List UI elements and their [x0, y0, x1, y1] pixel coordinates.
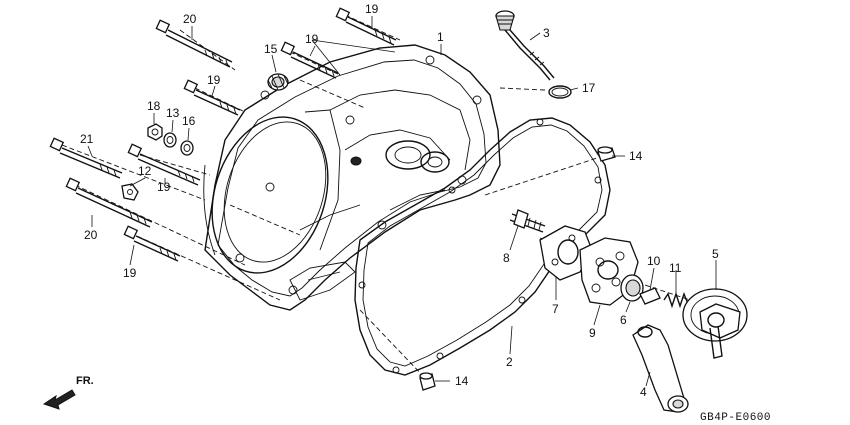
- dowel-pin-14-upper: [597, 146, 616, 162]
- leader-lines: [87, 16, 717, 387]
- callout-14-upper: 14: [629, 149, 643, 163]
- callout-21: 21: [80, 132, 94, 146]
- callout-19-upper: 19: [305, 32, 319, 46]
- callout-16: 16: [182, 114, 196, 128]
- callout-4: 4: [640, 385, 647, 399]
- callout-15: 15: [264, 42, 278, 56]
- callout-19-left: 19: [157, 180, 171, 194]
- callout-5: 5: [712, 247, 719, 261]
- callout-20-top: 20: [183, 12, 197, 26]
- oil-filler-cap-3: [495, 10, 555, 81]
- callout-1: 1: [437, 30, 444, 44]
- drawing-code: GB4P-E0600: [700, 412, 771, 424]
- callout-10: 10: [647, 254, 661, 268]
- callout-14-lower: 14: [455, 374, 469, 388]
- callout-6: 6: [620, 313, 627, 327]
- bolt-20-top: [155, 19, 233, 68]
- clip-12: [121, 183, 139, 201]
- right-crankcase-cover: [203, 44, 501, 311]
- callout-19-top: 19: [365, 2, 379, 16]
- callout-19-mid: 19: [207, 73, 221, 87]
- callout-19-bottom: 19: [123, 266, 137, 280]
- o-ring-17: [548, 85, 572, 99]
- lifter-cam-5: [682, 288, 748, 359]
- washer-13: [163, 132, 177, 148]
- callout-11: 11: [669, 261, 682, 275]
- bolt-19-left: [127, 143, 201, 186]
- dowel-pin-14-lower: [419, 372, 436, 391]
- bolt-19-bottom: [123, 225, 181, 262]
- callout-7: 7: [552, 302, 559, 316]
- oil-seal-15: [267, 73, 289, 91]
- bolt-19-top: [335, 7, 397, 46]
- callout-12: 12: [138, 164, 152, 178]
- stud-8: [509, 209, 546, 233]
- front-label: FR.: [76, 375, 94, 387]
- callout-9: 9: [589, 326, 596, 340]
- bolt-19-upper: [280, 41, 339, 79]
- assembly-lines: [61, 14, 691, 379]
- callout-8: 8: [503, 251, 510, 265]
- front-direction-arrow: [42, 389, 76, 410]
- washer-16: [180, 140, 194, 156]
- callout-20-lower: 20: [84, 228, 98, 242]
- oil-seal-6: [620, 274, 644, 302]
- bolt-20-lower: [65, 177, 153, 228]
- bolt-21: [49, 137, 123, 179]
- callout-17: 17: [582, 81, 596, 95]
- callout-2: 2: [506, 355, 513, 369]
- callout-13: 13: [166, 106, 180, 120]
- bolt-19-mid: [183, 79, 241, 116]
- nut-18: [147, 123, 163, 141]
- callout-3: 3: [543, 26, 550, 40]
- callout-18: 18: [147, 99, 161, 113]
- lifter-arm-4: [632, 324, 689, 413]
- callout-labels: 20 19 19 15 19 18 13 16 21 12 19 20 19 1…: [80, 2, 719, 399]
